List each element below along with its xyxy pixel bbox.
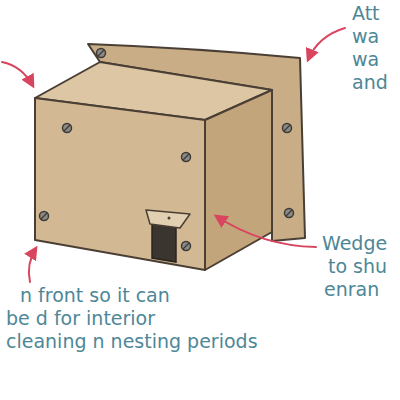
note-text: Att wa wa and xyxy=(352,2,388,94)
box-side xyxy=(205,90,272,270)
wedge xyxy=(146,210,190,228)
entrance-hole xyxy=(152,222,176,262)
screws xyxy=(40,49,294,251)
leader-arrows xyxy=(2,28,345,282)
note-text: n front so it can be d for interior clea… xyxy=(6,284,258,353)
box-front xyxy=(35,98,205,270)
screw-slots xyxy=(41,50,292,249)
wedge-nail xyxy=(168,217,171,220)
note-text: Wedge to shu enran xyxy=(322,232,387,301)
